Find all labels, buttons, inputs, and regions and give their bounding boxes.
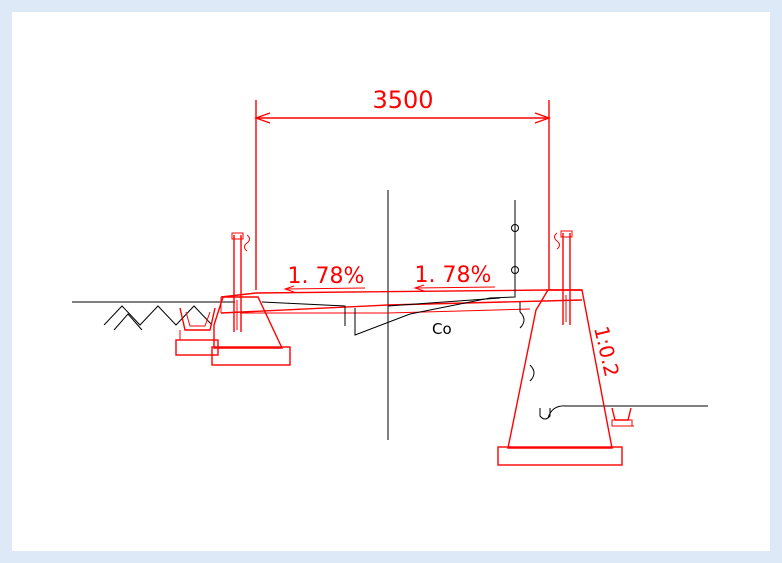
right-backfill-details [511,200,551,420]
material-label: Co [432,320,452,338]
span-dimension-label: 3500 [372,86,433,114]
right-abutment [497,230,623,466]
slope-right-label: 1. 78% [415,263,492,288]
drawing-frame [12,12,770,551]
slope-arrow-right [413,284,496,292]
left-abutment [211,232,291,366]
pavement-surface [261,288,521,336]
right-drainage [611,407,634,427]
batter-ratio-label: 1:0.2 [589,324,624,379]
slope-left-label: 1. 78% [288,264,365,289]
span-dimension [253,100,552,290]
deck-slab [220,289,583,314]
left-drainage-channel [175,307,219,356]
slope-arrow-left [283,285,366,293]
ground-left [72,301,235,331]
ground-right [547,405,708,419]
